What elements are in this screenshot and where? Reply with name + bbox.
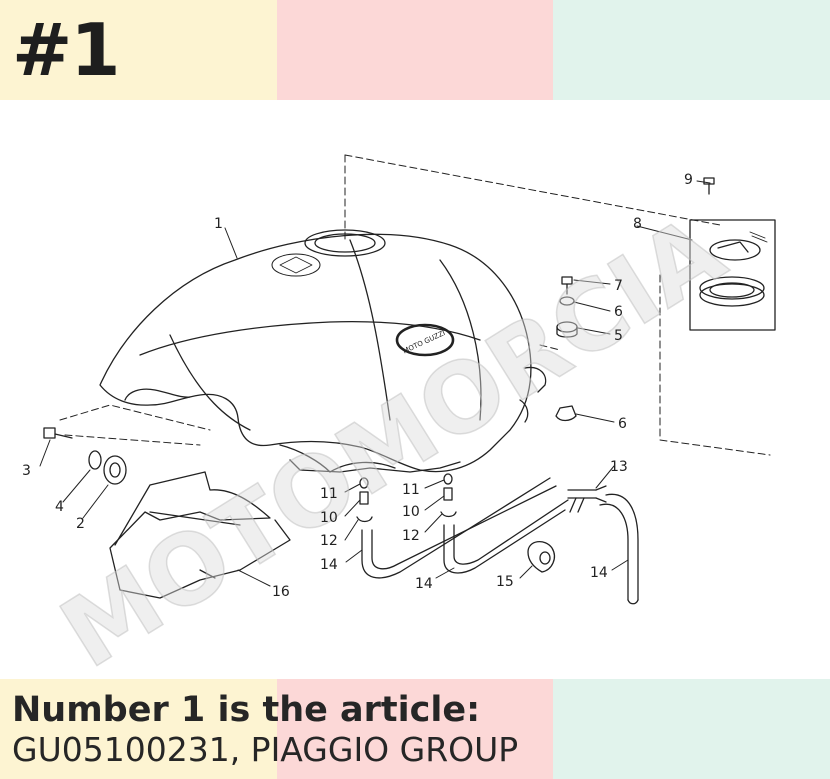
t-joint-13 — [567, 485, 607, 513]
callout-8: 8 — [633, 216, 642, 232]
caption-article: GU05100231, PIAGGIO GROUP — [12, 730, 519, 769]
callout-15: 15 — [496, 574, 514, 590]
spacer-2 — [103, 455, 127, 485]
rubber-grommet-5 — [556, 321, 578, 338]
callout-1: 1 — [214, 216, 223, 232]
bolt-7 — [561, 276, 573, 295]
callout-7: 7 — [614, 278, 623, 294]
callout-labels: 1 2 3 4 5 6 6 7 8 9 10 10 11 11 12 12 13… — [22, 172, 693, 600]
fuel-cap-assembly — [689, 219, 776, 331]
callout-14c: 14 — [590, 565, 608, 581]
callout-3: 3 — [22, 463, 31, 479]
callout-11b: 11 — [402, 482, 420, 498]
callout-11a: 11 — [320, 486, 338, 502]
caption-band — [0, 679, 830, 779]
clamp-15 — [527, 541, 556, 573]
callout-4: 4 — [55, 499, 64, 515]
callout-14a: 14 — [320, 557, 338, 573]
callout-5: 5 — [614, 328, 623, 344]
washer-6-upper — [559, 296, 575, 306]
caption-title: Number 1 is the article: — [12, 690, 481, 730]
watermark: MOTOMORCIA — [42, 194, 742, 679]
callout-12b: 12 — [402, 528, 420, 544]
callout-10a: 10 — [320, 510, 338, 526]
callout-9: 9 — [684, 172, 693, 188]
bolt-3 — [43, 427, 73, 439]
leader-lines — [39, 180, 711, 587]
header-band — [0, 0, 830, 100]
dashed-guide-lines — [59, 154, 771, 456]
tank-pad — [109, 471, 291, 599]
callout-16: 16 — [272, 584, 290, 600]
callout-12a: 12 — [320, 533, 338, 549]
callout-10b: 10 — [402, 504, 420, 520]
hose-middle — [443, 499, 569, 574]
callout-6b: 6 — [618, 416, 627, 432]
callout-2: 2 — [76, 516, 85, 532]
callout-6a: 6 — [614, 304, 623, 320]
part-number-badge: #1 — [12, 8, 120, 92]
fitting-left — [356, 477, 373, 523]
fuel-tank-exploded-diagram: MOTO GUZZI MOTOMORCIA 1 2 3 4 5 6 6 7 8 … — [22, 154, 776, 679]
washer-6-lower — [555, 405, 577, 422]
screw-9 — [703, 177, 715, 195]
washer-4 — [88, 450, 102, 470]
callout-13: 13 — [610, 459, 628, 475]
hose-right — [599, 493, 639, 605]
fitting-right — [440, 473, 457, 518]
hose-left — [361, 477, 557, 579]
fuel-tank — [99, 229, 547, 473]
callout-14b: 14 — [415, 576, 433, 592]
